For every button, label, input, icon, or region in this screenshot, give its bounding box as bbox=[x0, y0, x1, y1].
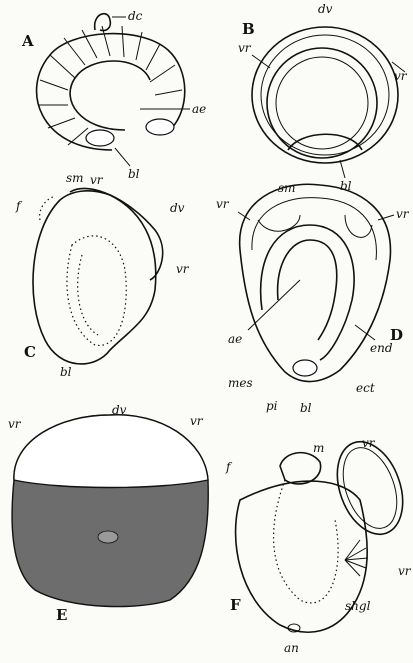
panel-e-velum bbox=[14, 415, 208, 488]
panel-c-body bbox=[33, 191, 156, 364]
panel-a: dc ae bl A bbox=[21, 9, 206, 181]
label-f-f: f bbox=[225, 460, 233, 474]
panel-c-inner-dots bbox=[67, 236, 126, 346]
label-c-vr-side: vr bbox=[176, 262, 190, 276]
label-f-shgl: shgl bbox=[345, 599, 371, 613]
label-d-sm: sm bbox=[278, 181, 296, 195]
label-d-vr-left: vr bbox=[216, 197, 230, 211]
label-d-ae: ae bbox=[228, 332, 242, 346]
panel-a-lip-lower bbox=[86, 130, 114, 146]
label-d-vr-right: vr bbox=[396, 207, 410, 221]
panel-a-letter: A bbox=[21, 32, 34, 50]
panel-f: m vr f vr shgl an F bbox=[225, 433, 413, 655]
label-e-vr-right: vr bbox=[190, 414, 204, 428]
label-b-vr-left: vr bbox=[238, 41, 252, 55]
panel-e-letter: E bbox=[56, 606, 67, 624]
label-c-bl: bl bbox=[60, 365, 72, 379]
panel-d-blastopore bbox=[293, 360, 317, 376]
label-d-bl: bl bbox=[300, 401, 312, 415]
label-d-mes: mes bbox=[228, 376, 253, 390]
panel-b-blastopore bbox=[288, 134, 362, 150]
label-b-dv: dv bbox=[318, 2, 333, 16]
label-a-bl: bl bbox=[128, 167, 140, 181]
panel-b: dv vr vr bl B bbox=[238, 2, 408, 193]
panel-d-gut-inner bbox=[278, 240, 337, 340]
panel-a-lip-right bbox=[146, 119, 174, 135]
label-a-ae: ae bbox=[192, 102, 206, 116]
label-b-vr-right: vr bbox=[394, 69, 408, 83]
panel-c: sm vr f dv vr bl C bbox=[15, 171, 190, 379]
panel-f-mouth bbox=[280, 453, 321, 484]
label-d-ect: ect bbox=[356, 381, 375, 395]
label-f-an: an bbox=[284, 641, 299, 655]
panel-e: dv vr vr E bbox=[8, 403, 208, 624]
panel-b-inner-layer bbox=[267, 48, 377, 158]
label-c-sm: sm bbox=[66, 171, 84, 185]
label-a-dc: dc bbox=[128, 9, 143, 23]
label-f-vr-side: vr bbox=[398, 564, 412, 578]
label-e-dv: dv bbox=[112, 403, 127, 417]
panel-d: sm vr vr ae end mes pi bl ect D bbox=[216, 181, 410, 415]
panel-d-letter: D bbox=[390, 326, 403, 344]
label-d-pi: pi bbox=[266, 399, 278, 413]
label-f-vr: vr bbox=[362, 436, 376, 450]
panel-d-gut-outer bbox=[261, 225, 354, 360]
panel-d-outer-wall bbox=[240, 184, 391, 381]
label-e-vr-left: vr bbox=[8, 417, 22, 431]
label-c-dv: dv bbox=[170, 201, 185, 215]
panel-f-letter: F bbox=[230, 596, 241, 614]
label-c-f: f bbox=[15, 199, 23, 213]
label-f-m: m bbox=[313, 441, 324, 455]
panel-f-shell-gland bbox=[345, 540, 368, 576]
panel-e-nucleus bbox=[98, 531, 118, 543]
panel-c-letter: C bbox=[24, 343, 36, 361]
panel-b-letter: B bbox=[242, 20, 255, 38]
panel-f-gut-dots bbox=[274, 480, 339, 603]
label-c-vr: vr bbox=[90, 173, 104, 187]
panel-a-inner-wall bbox=[70, 61, 150, 130]
